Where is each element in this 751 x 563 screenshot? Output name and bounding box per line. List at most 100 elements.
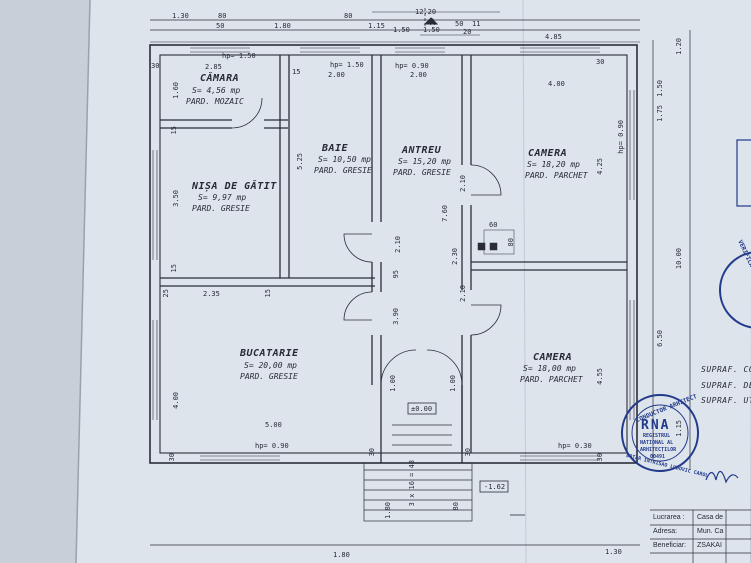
dim-top-9: 1.50 — [423, 26, 440, 34]
dim-s-11: 30 — [464, 448, 472, 457]
stamp-title: RNA — [641, 418, 671, 433]
room-name-bucatarie: BUCATARIE — [240, 348, 299, 359]
dim-stairs: 3 x 16 = 48 — [408, 460, 416, 507]
room-floor-camera-2: PARD. PARCHET — [520, 375, 583, 384]
room-name-camera-1: CAMERA — [528, 148, 568, 159]
level-ground: ±0.00 — [411, 405, 433, 413]
dim-top-3: 1.80 — [274, 22, 291, 30]
dim-r-4: 10.00 — [675, 248, 683, 270]
dim-v-16: 1.80 — [384, 502, 392, 519]
tb-value-beneficiar: ZSAKAI — [697, 542, 722, 549]
room-area-baie: S= 10,50 mp — [318, 155, 371, 164]
dim-v-5: 7.60 — [441, 205, 449, 222]
dim-h-3: 2.00 — [410, 71, 427, 79]
tb-value-lucrarea: Casa de — [697, 514, 724, 521]
room-floor-camera-1: PARD. PARCHET — [525, 171, 588, 180]
dim-top-12: 11 — [472, 20, 481, 28]
room-name-baie: BAIE — [322, 143, 349, 154]
dim-top-13: 20 — [463, 28, 472, 36]
dim-s-8: 30 — [168, 453, 176, 462]
tb-label-adresa: Adresa: — [653, 528, 678, 535]
dim-top-2: 80 — [218, 12, 227, 20]
room-area-camera-2: S= 18,00 mp — [523, 364, 576, 373]
dim-r-6: 1.15 — [675, 420, 683, 437]
dim-h-2: 2.00 — [328, 71, 345, 79]
hp-note-4: hp= 0.90 — [255, 442, 289, 450]
room-floor-antreu: PARD. GRESIE — [393, 168, 451, 177]
dim-v-3: 5.25 — [296, 153, 304, 170]
dim-r-5: 6.50 — [656, 330, 664, 347]
room-name-camara: CĂMARA — [200, 73, 240, 84]
dim-top-10: 4.85 — [545, 33, 562, 41]
dim-s-7: 15 — [264, 289, 272, 298]
hp-note-1: hp= 1.50 — [222, 52, 256, 60]
rna-stamp — [621, 394, 699, 472]
tb-value-adresa: Mun. Ca — [697, 528, 724, 535]
dim-v-6: 4.25 — [596, 158, 604, 175]
dim-v-1: 1.60 — [172, 82, 180, 99]
dim-s-10: 30 — [368, 448, 376, 457]
hp-note-3: hp= 0.90 — [395, 62, 429, 70]
dim-v-10: 4.00 — [172, 392, 180, 409]
stamp-line-3: ARHITECȚILOR — [640, 447, 677, 453]
stamp-line-1: REGISTRUL — [643, 433, 671, 439]
dim-top-4: 50 — [216, 22, 225, 30]
hp-note-6: hp= 0.30 — [558, 442, 592, 450]
room-area-camera-1: S= 18,20 mp — [527, 160, 580, 169]
dim-v-14: 95 — [392, 270, 400, 279]
dim-r-3: 1.75 — [656, 105, 664, 122]
dim-r-2: 1.50 — [656, 80, 664, 97]
room-floor-nisa: PARD. GRESIE — [192, 204, 250, 213]
section-mark-a: A — [430, 18, 436, 28]
room-area-antreu: S= 15,20 mp — [398, 157, 451, 166]
dim-s-3: 15 — [170, 126, 178, 135]
dim-v-13: 4.55 — [596, 368, 604, 385]
dim-v-7: 2.10 — [459, 175, 467, 192]
hp-note-2: hp= 1.50 — [330, 61, 364, 69]
room-area-nisa: S= 9,97 mp — [198, 193, 247, 202]
dim-s-5: 15 — [170, 264, 178, 273]
dim-v-2: 3.50 — [172, 190, 180, 207]
dim-v-4: 2.10 — [394, 236, 402, 253]
dim-h-7: 60 — [489, 221, 498, 229]
dim-top-8: 1.50 — [393, 26, 410, 34]
dim-top-11: 50 — [455, 20, 464, 28]
dim-top-1: 1.30 — [172, 12, 189, 20]
dim-s-12: 80 — [507, 238, 515, 247]
dim-v-15: 3.90 — [392, 308, 400, 325]
dim-s-2: 30 — [596, 58, 605, 66]
dim-r-1: 1.20 — [675, 38, 683, 55]
room-name-camera-2: CAMERA — [533, 352, 573, 363]
dim-s-6: 25 — [162, 289, 170, 298]
dim-s-14: 80 — [452, 502, 460, 511]
dim-h-5: 2.35 — [203, 290, 220, 298]
dim-v-11: 1.00 — [389, 375, 397, 392]
dim-bottom-2: 1.30 — [605, 548, 622, 556]
dim-top-6: 1.15 — [368, 22, 385, 30]
stamp-line-2: NATIONAL AL — [640, 440, 674, 446]
surface-note-3: SUPRAF. UTI — [701, 396, 751, 405]
dim-bottom-1: 1.80 — [333, 551, 350, 559]
dim-top-7: 12.20 — [415, 8, 437, 16]
dim-top-5: 80 — [344, 12, 353, 20]
room-area-camara: S= 4,56 mp — [192, 86, 241, 95]
dim-v-12: 1.00 — [449, 375, 457, 392]
dim-v-9: 2.30 — [451, 248, 459, 265]
room-area-bucatarie: S= 20,00 mp — [244, 361, 297, 370]
room-name-nisa: NIȘA DE GĂTIT — [192, 181, 277, 192]
surface-note-1: SUPRAF. CO — [701, 365, 751, 374]
dim-h-1: 2.85 — [205, 63, 222, 71]
dim-h-6: 5.00 — [265, 421, 282, 429]
surface-note-2: SUPRAF. DESF — [701, 381, 751, 390]
stamp-number: 00491 — [650, 454, 666, 460]
dim-s-1: 30 — [151, 62, 160, 70]
hp-note-5: hp= 0.90 — [617, 120, 625, 154]
room-floor-baie: PARD. GRESIE — [314, 166, 372, 175]
dim-h-4: 4.00 — [548, 80, 565, 88]
level-exterior: -1.62 — [484, 483, 506, 491]
dim-v-8: 2.10 — [459, 285, 467, 302]
tb-label-lucrarea: Lucrarea : — [653, 514, 685, 521]
tb-label-beneficiar: Beneficiar: — [653, 542, 687, 549]
room-floor-camara: PARD. MOZAIC — [186, 97, 244, 106]
